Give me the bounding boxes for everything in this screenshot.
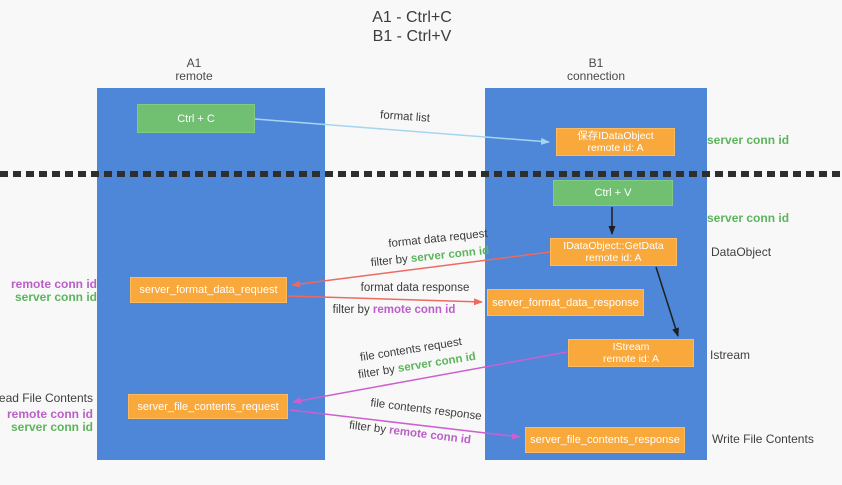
server-conn-id-annotation-mid: server conn id [707,211,790,225]
read-file-contents-annotation: Read File Contents [0,391,93,405]
remote-conn-id-annotation-2: remote conn id [6,407,93,421]
istream-line1: IStream [612,340,650,353]
remote-conn-id-key: remote conn id [388,424,472,447]
server-format-data-request-label: server_format_data_request [139,284,278,296]
format-list-label: format list [379,109,431,125]
write-file-contents-annotation: Write File Contents [712,432,814,446]
format-data-response-filter-label: filter by remote conn id [333,304,456,316]
istream-line2: remote id: A [602,353,660,365]
server-conn-id-annotation-2: server conn id [10,420,93,434]
server-conn-id-annotation-top: server conn id [707,133,790,147]
server-format-data-request-box: server_format_data_request [130,277,287,303]
lifeline-b1-name: B1 [588,56,604,70]
server-file-contents-response-box: server_file_contents_response [525,427,685,453]
idataobject-getdata-line2: remote id: A [585,252,642,264]
session-divider-dashed-line [0,171,842,177]
format-data-response-label: format data response [360,282,470,294]
remote-conn-id-key: remote conn id [372,304,456,316]
server-file-contents-request-box: server_file_contents_request [128,394,288,419]
ctrl-c-label: Ctrl + C [177,112,215,125]
istream-box: IStream remote id: A [568,339,694,367]
diagram-title: A1 - Ctrl+C B1 - Ctrl+V [312,8,512,46]
filter-by-text: filter by [332,304,370,316]
save-idataobject-line2: remote id: A [587,142,644,154]
lifeline-a1-name: A1 [186,56,202,70]
title-line-2: B1 - Ctrl+V [372,28,452,45]
server-file-contents-request-label: server_file_contents_request [137,400,279,413]
file-contents-response-filter-label: filter by remote conn id [348,420,471,447]
lifeline-header-a1: A1 remote [124,57,264,83]
server-format-data-response-box: server_format_data_response [487,289,644,316]
server-conn-id-annotation-1: server conn id [14,290,97,304]
file-contents-response-label: file contents response [369,397,483,423]
remote-conn-id-annotation-1: remote conn id [10,277,97,291]
filter-by-text: filter by [370,253,409,270]
filter-by-text: filter by [357,363,396,382]
ctrl-c-action-box: Ctrl + C [137,104,255,133]
filter-by-text: filter by [348,419,387,436]
title-line-1: A1 - Ctrl+C [372,9,452,26]
save-idataobject-line1: 保存IDataObject [577,129,654,142]
server-format-data-response-label: server_format_data_response [492,296,639,309]
ctrl-v-label: Ctrl + V [594,187,632,199]
istream-annotation: Istream [710,348,751,362]
lifeline-b1-role: connection [566,69,626,83]
server-file-contents-response-label: server_file_contents_response [530,434,680,446]
server-conn-id-key: server conn id [410,244,490,265]
save-idataobject-box: 保存IDataObject remote id: A [556,128,675,156]
dataobject-annotation: DataObject [711,245,772,259]
idataobject-getdata-line1: IDataObject::GetData [563,239,664,252]
idataobject-getdata-box: IDataObject::GetData remote id: A [550,238,677,266]
lifeline-a1-role: remote [175,69,213,83]
ctrl-v-action-box: Ctrl + V [553,180,673,206]
lifeline-header-b1: B1 connection [526,57,666,83]
